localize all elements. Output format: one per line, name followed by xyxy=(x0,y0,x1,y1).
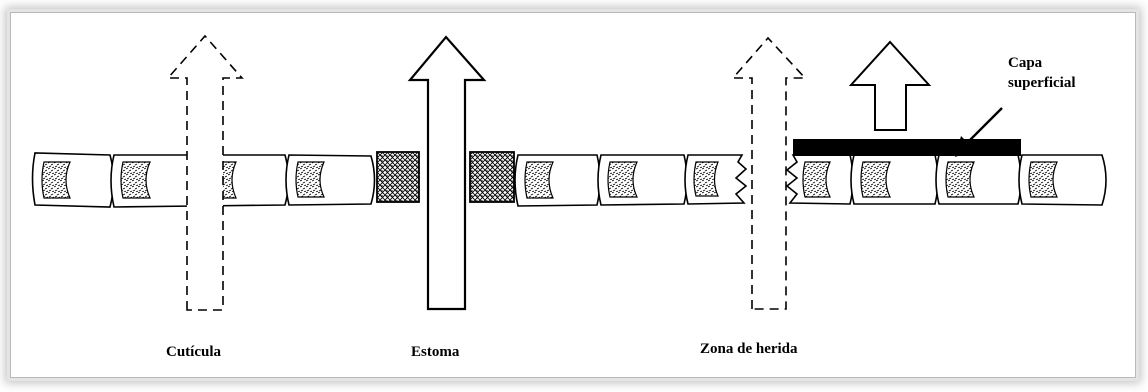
cell-nucleus-shading xyxy=(861,162,890,197)
label-cuticula: Cutícula xyxy=(166,343,221,361)
cell-nucleus-shading xyxy=(121,162,150,198)
label-superficial: superficial xyxy=(1008,74,1076,92)
cell-nucleus-shading xyxy=(803,162,830,197)
label-estoma: Estoma xyxy=(411,343,459,361)
label-zona-herida: Zona de herida xyxy=(700,340,798,358)
cell-nucleus-shading xyxy=(694,162,718,196)
cell-nucleus-shading xyxy=(525,162,553,198)
cell-nucleus-shading xyxy=(296,162,324,197)
cell-nucleus-shading xyxy=(42,162,70,198)
cell-nucleus-shading xyxy=(946,162,974,197)
guard-cell-left xyxy=(377,152,419,202)
guard-cell-right xyxy=(470,152,514,202)
pointer-line xyxy=(966,108,1002,144)
cell-nucleus-shading xyxy=(1029,162,1057,197)
arrow-capa-superficial xyxy=(851,42,929,130)
label-capa: Capa xyxy=(1008,54,1042,72)
surface-coating-layer xyxy=(793,139,1021,156)
cell-nucleus-shading xyxy=(608,162,637,197)
